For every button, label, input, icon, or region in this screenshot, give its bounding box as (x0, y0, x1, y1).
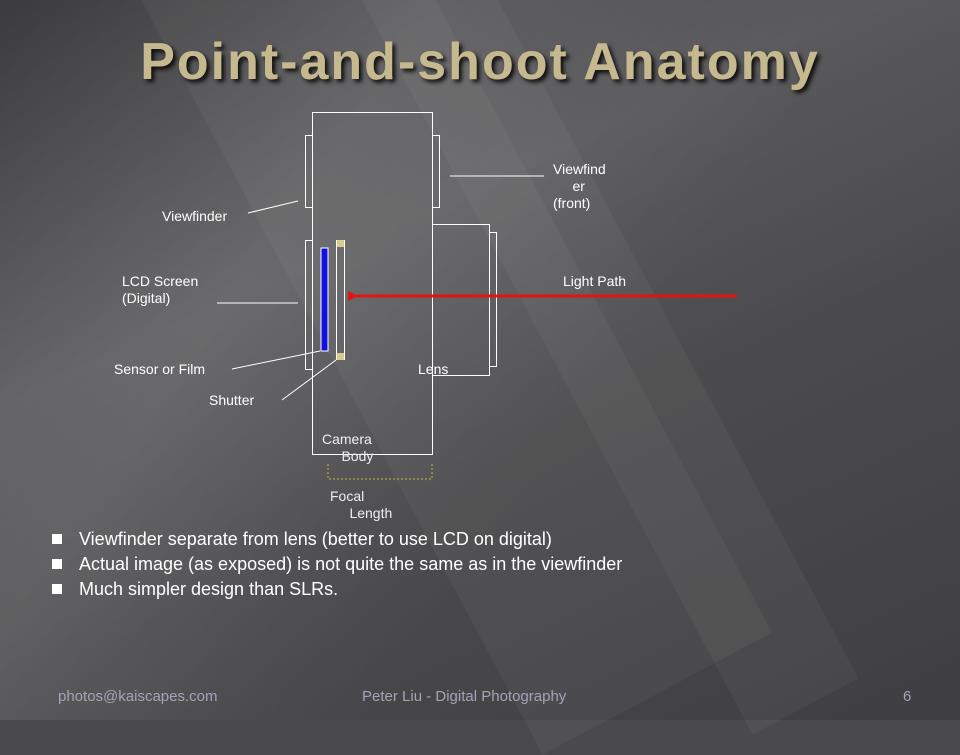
bullet-item: Much simpler design than SLRs. (52, 577, 622, 602)
bullet-item: Viewfinder separate from lens (better to… (52, 527, 622, 552)
shutter-label: Shutter (209, 392, 255, 408)
viewfinder-front-rect (432, 135, 440, 208)
light-path-label: Light Path (563, 273, 627, 289)
viewfinder-label: Viewfinder (162, 208, 228, 224)
lcd-screen-rect (305, 240, 313, 370)
slide-title: Point-and-shoot Anatomy (140, 33, 820, 91)
camera-body-rect (312, 112, 433, 455)
footer-page-number: 6 (903, 688, 912, 705)
slide-background (0, 0, 960, 720)
viewfinder-front-label: Viewfind er (front) (553, 161, 606, 211)
footer-email: photos@kaiscapes.com (58, 688, 218, 705)
sensor-label: Sensor or Film (114, 361, 206, 377)
bullet-text: Actual image (as exposed) is not quite t… (79, 554, 623, 574)
viewfinder-leader (247, 200, 299, 214)
sensor-rect (320, 247, 329, 352)
sensor-leader (231, 350, 321, 370)
focal-length-label: Focal Length (330, 488, 393, 521)
camera-body-label: Camera Body (322, 431, 374, 464)
bullet-item: Actual image (as exposed) is not quite t… (52, 552, 622, 577)
footer-author: Peter Liu - Digital Photography (362, 688, 567, 705)
focal-length-bracket (327, 464, 433, 480)
shutter-bottom-tab (337, 353, 344, 360)
shutter-top-tab (337, 240, 344, 247)
square-bullet-icon (52, 534, 62, 544)
lens-glass-rect (489, 232, 497, 367)
lens-barrel-rect (432, 224, 490, 376)
lens-label: Lens (418, 361, 449, 377)
shutter-rect (336, 240, 345, 360)
camera-diagram (217, 112, 737, 480)
bullet-list: Viewfinder separate from lens (better to… (52, 527, 622, 602)
square-bullet-icon (52, 559, 62, 569)
bullet-text: Viewfinder separate from lens (better to… (79, 529, 552, 549)
lcd-screen-label: LCD Screen (Digital) (122, 273, 199, 306)
square-bullet-icon (52, 584, 62, 594)
bullet-text: Much simpler design than SLRs. (79, 579, 339, 599)
shutter-leader (281, 359, 337, 401)
viewfinder-rear-rect (305, 135, 313, 208)
